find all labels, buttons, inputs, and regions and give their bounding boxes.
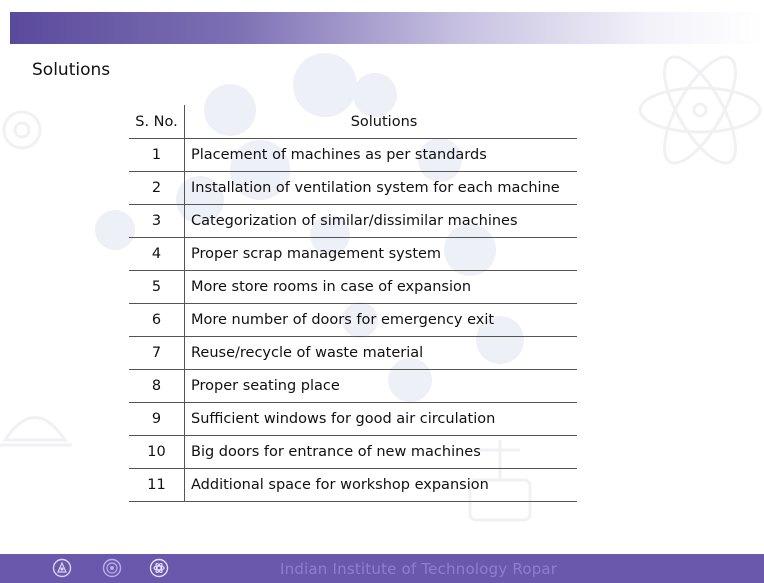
footer-institute-name: Indian Institute of Technology Ropar bbox=[280, 560, 558, 578]
table-row: 1 Placement of machines as per standards bbox=[129, 138, 577, 172]
row-solution: Proper scrap management system bbox=[184, 237, 577, 271]
table-row: 6 More number of doors for emergency exi… bbox=[129, 303, 577, 337]
table-row: 10 Big doors for entrance of new machine… bbox=[129, 435, 577, 469]
row-number: 9 bbox=[129, 402, 185, 436]
row-number: 3 bbox=[129, 204, 185, 238]
table-row: 2 Installation of ventilation system for… bbox=[129, 171, 577, 205]
table-row: 4 Proper scrap management system bbox=[129, 237, 577, 271]
row-number: 1 bbox=[129, 138, 185, 172]
header-solutions: Solutions bbox=[184, 105, 577, 139]
emblem-icon bbox=[102, 558, 122, 578]
row-solution: Big doors for entrance of new machines bbox=[184, 435, 577, 469]
row-solution: Sufficient windows for good air circulat… bbox=[184, 402, 577, 436]
row-number: 8 bbox=[129, 369, 185, 403]
table-row: 3 Categorization of similar/dissimilar m… bbox=[129, 204, 577, 238]
table-header-row: S. No. Solutions bbox=[129, 105, 577, 139]
table-row: 9 Sufficient windows for good air circul… bbox=[129, 402, 577, 436]
row-number: 10 bbox=[129, 435, 185, 469]
table-row: 11 Additional space for workshop expansi… bbox=[129, 468, 577, 502]
row-number: 6 bbox=[129, 303, 185, 337]
row-solution: Proper seating place bbox=[184, 369, 577, 403]
row-solution: More store rooms in case of expansion bbox=[184, 270, 577, 304]
institute-logo-icon bbox=[52, 558, 72, 578]
row-solution: Placement of machines as per standards bbox=[184, 138, 577, 172]
row-number: 7 bbox=[129, 336, 185, 370]
row-solution: Installation of ventilation system for e… bbox=[184, 171, 577, 205]
header-sno: S. No. bbox=[129, 105, 185, 139]
row-number: 4 bbox=[129, 237, 185, 271]
hard-hat-icon bbox=[0, 416, 72, 447]
table-row: 5 More store rooms in case of expansion bbox=[129, 270, 577, 304]
atom-icon bbox=[638, 55, 762, 165]
table-row: 7 Reuse/recycle of waste material bbox=[129, 336, 577, 370]
gear-icon bbox=[2, 110, 42, 150]
header-band bbox=[10, 12, 764, 44]
row-solution: Reuse/recycle of waste material bbox=[184, 336, 577, 370]
row-solution: Categorization of similar/dissimilar mac… bbox=[184, 204, 577, 238]
row-solution: Additional space for workshop expansion bbox=[184, 468, 577, 502]
footer-band: Indian Institute of Technology Ropar bbox=[0, 554, 764, 583]
row-number: 11 bbox=[129, 468, 185, 502]
slide-title: Solutions bbox=[32, 60, 111, 80]
row-solution: More number of doors for emergency exit bbox=[184, 303, 577, 337]
flower-logo-icon bbox=[149, 558, 169, 578]
table-row: 8 Proper seating place bbox=[129, 369, 577, 403]
row-number: 5 bbox=[129, 270, 185, 304]
solutions-table: S. No. Solutions 1 Placement of machines… bbox=[129, 105, 577, 502]
row-number: 2 bbox=[129, 171, 185, 205]
